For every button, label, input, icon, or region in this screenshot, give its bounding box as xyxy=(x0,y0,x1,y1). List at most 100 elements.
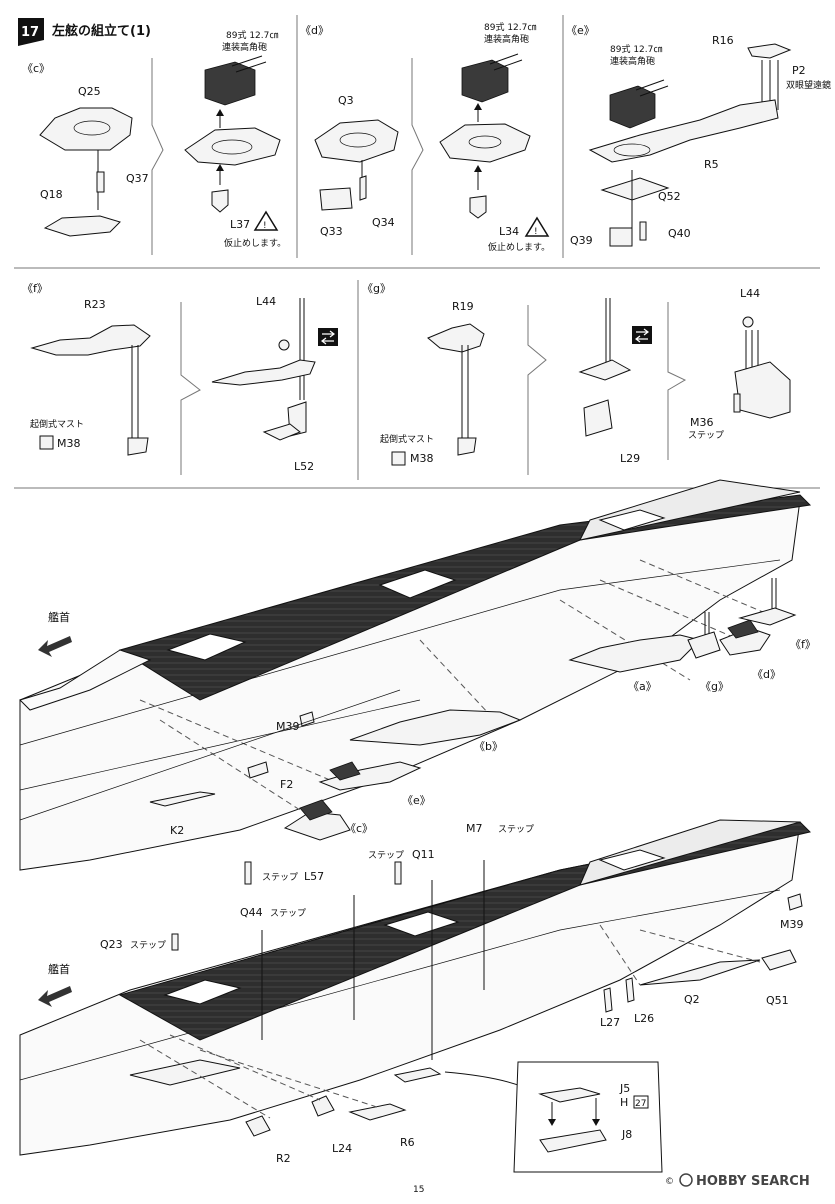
twin-gun-mount-e xyxy=(609,85,656,129)
part-q33-shape xyxy=(319,187,353,211)
hobby-search-logo-icon xyxy=(679,1173,693,1187)
part-m7: M7 xyxy=(466,822,483,835)
g-mast-label: 起倒式マスト xyxy=(380,433,434,445)
part-m38-shape xyxy=(127,437,149,456)
part-q34: Q34 xyxy=(372,216,395,229)
step-label-4: ステップ xyxy=(270,908,306,919)
section-dividers xyxy=(14,15,820,489)
part-r5: R5 xyxy=(704,158,719,171)
hull-side xyxy=(19,499,801,871)
part-q51: Q51 xyxy=(766,994,789,1007)
part-q3-assembled xyxy=(439,123,531,163)
callout-a: 《a》 xyxy=(628,680,657,693)
part-p2: P2 xyxy=(792,64,806,77)
part-q52: Q52 xyxy=(658,190,681,203)
subassembly-c: 《c》 Q25 Q37 Q18 89式 12.7㎝ 連装高角砲 L37 ! 仮止… xyxy=(22,29,286,249)
subassembly-e: 《e》 89式 12.7㎝ 連装高角砲 R16 P2 双眼望遠鏡 R5 Q52 … xyxy=(566,24,831,247)
part-r23-shape xyxy=(30,324,151,356)
callout-d: 《d》 xyxy=(752,668,781,681)
tag-f: 《f》 xyxy=(22,282,48,295)
callout-e: 《e》 xyxy=(402,794,431,807)
part-q3-shape xyxy=(314,119,399,163)
part-q39-shape xyxy=(609,227,633,247)
flight-deck-lower xyxy=(118,821,811,1041)
watermark: © HOBBY SEARCH xyxy=(665,1173,810,1189)
part-k2: K2 xyxy=(170,824,184,837)
part-q40: Q40 xyxy=(668,227,691,240)
part-l37-shape xyxy=(211,189,229,213)
part-q2-shape xyxy=(639,959,761,986)
part-q52-shape xyxy=(600,177,670,201)
part-q33: Q33 xyxy=(320,225,343,238)
step-number-badge xyxy=(18,18,44,46)
part-ref-icon xyxy=(39,435,54,450)
part-q44: Q44 xyxy=(240,906,263,919)
elevator-aft-lower xyxy=(598,849,666,871)
tag-e: 《e》 xyxy=(566,24,595,37)
g-step-label: ステップ xyxy=(688,430,724,441)
part-l52: L52 xyxy=(294,460,314,473)
part-l37: L37 xyxy=(230,218,250,231)
part-m39-lower: M39 xyxy=(780,918,804,931)
sponson-f xyxy=(738,607,797,626)
boat-shape xyxy=(393,1067,442,1083)
step-label-5: ステップ xyxy=(130,940,166,951)
part-r19-shape xyxy=(427,323,485,353)
e-gun-sub: 連装高角砲 xyxy=(610,55,655,67)
part-m38-shape-g xyxy=(457,437,477,456)
part-m39-lower-shape xyxy=(787,893,803,911)
part-r16-shape xyxy=(747,43,792,59)
part-q39: Q39 xyxy=(570,234,593,247)
warning-icon xyxy=(524,216,550,237)
elevator-mid-lower xyxy=(383,911,460,937)
callout-c: 《c》 xyxy=(345,822,373,835)
part-r19-assembled xyxy=(578,359,632,381)
part-m36-shape xyxy=(733,393,741,413)
part-q25-assembled xyxy=(184,127,281,166)
part-r6: R6 xyxy=(400,1136,415,1149)
e-gun-label: 89式 12.7㎝ xyxy=(610,43,662,55)
flight-deck-aft-lower xyxy=(579,819,801,886)
part-q11: Q11 xyxy=(412,848,435,861)
part-j8: J8 xyxy=(621,1128,632,1141)
callout-g: 《g》 xyxy=(700,680,729,693)
part-l26: L26 xyxy=(634,1012,654,1025)
ladder-icon xyxy=(244,861,252,885)
step-title: 左舷の組立て(1) xyxy=(52,23,151,39)
part-l29: L29 xyxy=(620,452,640,465)
part-l57: L57 xyxy=(304,870,324,883)
part-j5-shape xyxy=(538,1087,601,1103)
sponson-b xyxy=(349,709,522,746)
part-m39-main: M39 xyxy=(276,720,300,733)
swap-icon xyxy=(318,328,338,346)
svg-text:!: ! xyxy=(534,227,538,237)
part-q25: Q25 xyxy=(78,85,101,98)
part-r5-shape xyxy=(588,99,779,163)
tag-g: 《g》 xyxy=(362,282,391,295)
part-l44: L44 xyxy=(256,295,276,308)
step-label-1: ステップ xyxy=(262,872,298,883)
part-q37-shape xyxy=(96,171,105,193)
part-l34-shape xyxy=(469,195,487,219)
part-q18-shape xyxy=(43,215,121,237)
sponson-a xyxy=(568,634,701,673)
page-number: 15 xyxy=(413,1185,424,1195)
part-m39-shape xyxy=(299,711,315,727)
part-l29-shape xyxy=(583,399,613,437)
part-q25-shape xyxy=(39,107,133,151)
subassembly-f: 《f》 R23 起倒式マスト M38 L44 L52 xyxy=(22,282,338,473)
part-l27: L27 xyxy=(600,1016,620,1029)
lower-ship-view: 艦首 ステップ L57 ステップ Q11 M7 ステップ Q44 ステップ Q2… xyxy=(19,819,811,1173)
twin-gun-mount-c xyxy=(204,61,256,106)
twin-gun-mount-d xyxy=(461,59,509,103)
part-j8-shape xyxy=(539,1129,607,1153)
f-mast-label: 起倒式マスト xyxy=(30,418,84,430)
part-r2-shape xyxy=(129,1059,241,1086)
boat-inset xyxy=(513,1061,663,1173)
part-l24: L24 xyxy=(332,1142,352,1155)
d-gun-label: 89式 12.7㎝ xyxy=(484,21,536,33)
ladder-icon xyxy=(171,933,179,951)
c-note: 仮止めします。 xyxy=(224,237,286,249)
sponson-g xyxy=(687,631,721,659)
